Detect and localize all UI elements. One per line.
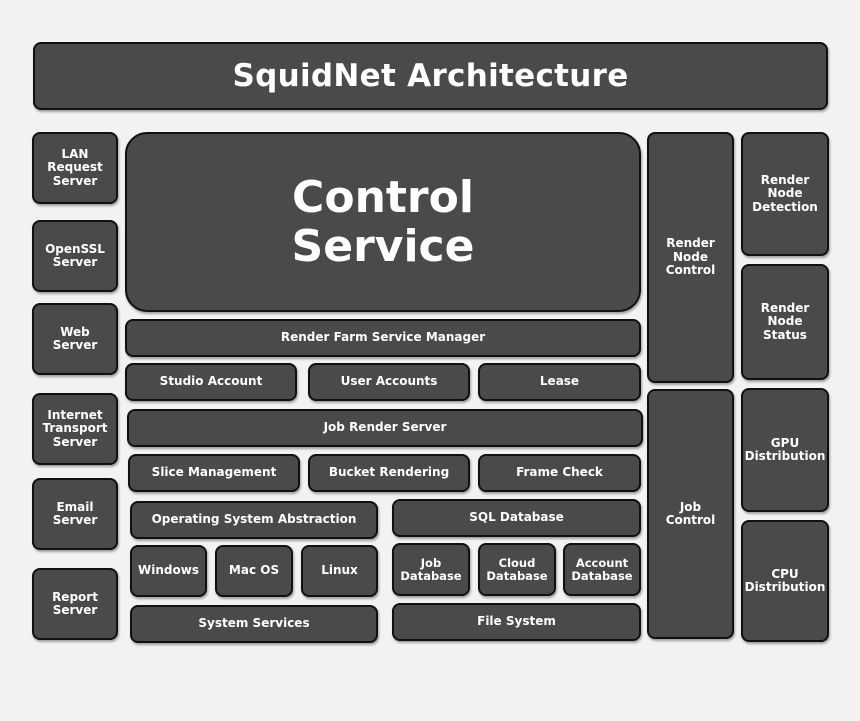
render-node-control-box: Render Node Control <box>647 132 734 383</box>
control-service-box: Control Service <box>125 132 641 312</box>
render-node-control-label: Render Node Control <box>665 236 716 278</box>
mac-os-box: Mac OS <box>215 545 293 597</box>
operating-system-abstraction-box: Operating System Abstraction <box>130 501 378 539</box>
file-system-box: File System <box>392 603 641 641</box>
gpu-distribution-box: GPU Distribution <box>741 388 829 512</box>
cpu-distribution-box: CPU Distribution <box>741 520 829 642</box>
email-server-label: Email Server <box>52 499 98 527</box>
job-control-box: Job Control <box>647 389 734 639</box>
job-database-box: Job Database <box>392 543 470 596</box>
cloud-database-label: Cloud Database <box>486 555 548 583</box>
studio-account-label: Studio Account <box>159 374 263 389</box>
user-accounts-box: User Accounts <box>308 363 470 401</box>
windows-box: Windows <box>130 545 207 597</box>
user-accounts-label: User Accounts <box>340 374 438 389</box>
job-database-label: Job Database <box>400 555 462 583</box>
job-render-server-label: Job Render Server <box>323 420 447 435</box>
control-service-label: Control Service <box>291 171 475 272</box>
sql-database-label: SQL Database <box>469 510 564 525</box>
lease-box: Lease <box>478 363 641 401</box>
linux-label: Linux <box>321 563 358 578</box>
lan-request-server-label: LAN Request Server <box>47 146 103 188</box>
gpu-distribution-label: GPU Distribution <box>744 435 826 463</box>
frame-check-box: Frame Check <box>478 454 641 492</box>
slice-management-box: Slice Management <box>128 454 300 492</box>
linux-box: Linux <box>301 545 378 597</box>
bucket-rendering-label: Bucket Rendering <box>328 465 450 480</box>
render-node-detection-box: Render Node Detection <box>741 132 829 256</box>
diagram-title-text: SquidNet Architecture <box>232 57 629 94</box>
studio-account-box: Studio Account <box>125 363 297 401</box>
mac-os-label: Mac OS <box>228 563 280 578</box>
openssl-server-box: OpenSSL Server <box>32 220 118 292</box>
sql-database-box: SQL Database <box>392 499 641 537</box>
internet-transport-server-label: Internet Transport Server <box>42 407 108 449</box>
slice-management-label: Slice Management <box>151 465 277 480</box>
account-database-box: Account Database <box>563 543 641 596</box>
web-server-label: Web Server <box>52 324 98 352</box>
file-system-label: File System <box>477 614 556 629</box>
web-server-box: Web Server <box>32 303 118 375</box>
email-server-box: Email Server <box>32 478 118 550</box>
report-server-label: Report Server <box>52 589 98 617</box>
account-database-label: Account Database <box>571 555 633 583</box>
cpu-distribution-label: CPU Distribution <box>744 566 826 594</box>
render-node-detection-label: Render Node Detection <box>752 172 818 214</box>
operating-system-abstraction-label: Operating System Abstraction <box>151 512 357 527</box>
openssl-server-label: OpenSSL Server <box>45 241 105 269</box>
render-node-status-label: Render Node Status <box>760 300 810 342</box>
job-control-label: Job Control <box>665 499 716 527</box>
internet-transport-server-box: Internet Transport Server <box>32 393 118 465</box>
system-services-box: System Services <box>130 605 378 643</box>
job-render-server-box: Job Render Server <box>127 409 643 447</box>
bucket-rendering-box: Bucket Rendering <box>308 454 470 492</box>
render-farm-service-manager-label: Render Farm Service Manager <box>280 330 486 345</box>
lease-label: Lease <box>539 374 580 389</box>
frame-check-label: Frame Check <box>516 465 603 480</box>
render-node-status-box: Render Node Status <box>741 264 829 380</box>
render-farm-service-manager-box: Render Farm Service Manager <box>125 319 641 357</box>
windows-label: Windows <box>138 563 199 578</box>
diagram-title: SquidNet Architecture <box>33 42 828 110</box>
cloud-database-box: Cloud Database <box>478 543 556 596</box>
lan-request-server-box: LAN Request Server <box>32 132 118 204</box>
report-server-box: Report Server <box>32 568 118 640</box>
system-services-label: System Services <box>198 616 310 631</box>
